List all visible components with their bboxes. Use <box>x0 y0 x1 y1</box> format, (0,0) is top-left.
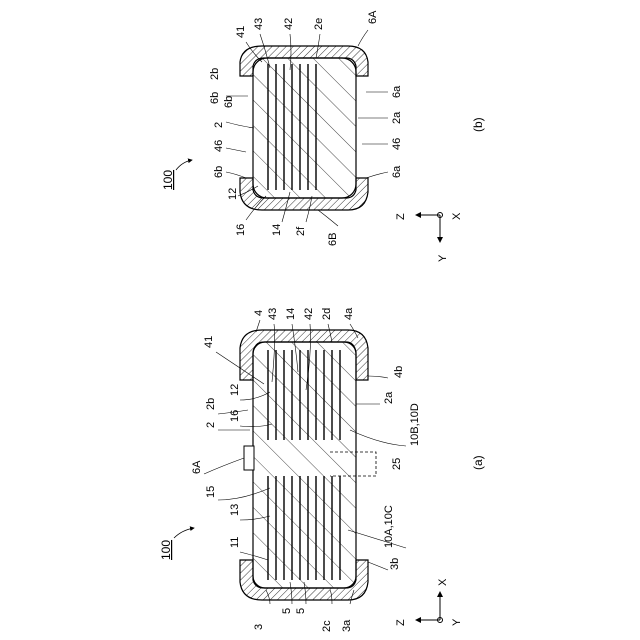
label-12: 12 <box>227 188 239 200</box>
label-a-10BD: 10B,10D <box>409 403 421 446</box>
label-a-3b: 3b <box>389 558 401 570</box>
label-14: 14 <box>271 224 283 236</box>
figure-a-caption: (a) <box>471 455 485 470</box>
figure-a: 4 43 14 42 2d 4a 41 2b 12 2 16 6A 15 13 … <box>159 307 485 632</box>
axis-z-a: Z <box>395 619 407 626</box>
label-a-4: 4 <box>253 310 265 316</box>
axis-x-b: X <box>451 212 463 220</box>
figure-a-reference: 100 <box>159 540 173 560</box>
label-46-left: 46 <box>213 140 225 152</box>
label-a-6A: 6A <box>191 460 203 474</box>
figure-b-reference: 100 <box>161 170 175 190</box>
label-42: 42 <box>283 18 295 30</box>
axis-y-a: Y <box>451 618 463 626</box>
label-2: 2 <box>213 122 225 128</box>
label-a-2d: 2d <box>321 308 333 320</box>
axis-y-b: Y <box>437 254 449 262</box>
label-16: 16 <box>235 224 247 236</box>
label-6b-top: 6b <box>209 92 221 104</box>
label-a-3a: 3a <box>341 619 353 632</box>
label-a-5a: 5 <box>281 608 293 614</box>
label-a-42: 42 <box>303 308 315 320</box>
label-6A: 6A <box>367 10 379 24</box>
label-2f: 2f <box>295 226 307 236</box>
label-a-12: 12 <box>229 384 241 396</box>
label-6a-top: 6a <box>391 85 403 98</box>
label-a-5b: 5 <box>295 608 307 614</box>
label-43: 43 <box>253 18 265 30</box>
label-2e: 2e <box>313 18 325 30</box>
label-41: 41 <box>235 26 247 38</box>
figure-b-reference-arrow <box>176 160 192 170</box>
figure-a-axes <box>416 592 443 623</box>
label-a-2c: 2c <box>321 620 333 632</box>
figure-b-axes <box>416 213 443 243</box>
label-6B: 6B <box>327 233 339 246</box>
label-a-13: 13 <box>229 504 241 516</box>
label-a-11: 11 <box>229 537 241 548</box>
label-a-3: 3 <box>253 624 265 630</box>
figure-a-reference-arrow <box>174 528 194 538</box>
label-a-15: 15 <box>205 486 217 498</box>
label-6b-low: 6b <box>213 166 225 178</box>
middle-electrode <box>244 446 254 470</box>
label-a-2b: 2b <box>205 398 217 410</box>
label-a-2: 2 <box>205 422 217 428</box>
axis-x-a: X <box>437 578 449 586</box>
label-a-25: 25 <box>391 458 403 470</box>
figure-b-caption: (b) <box>471 117 485 132</box>
label-46-right: 46 <box>391 138 403 150</box>
label-2a: 2a <box>391 111 403 124</box>
label-a-4b: 4b <box>393 366 405 378</box>
figure-b: 41 43 42 2e 6A 6b 2b 6b 2 46 6b 12 16 14… <box>161 10 485 262</box>
label-a-14: 14 <box>285 308 297 320</box>
label-a-43: 43 <box>267 308 279 320</box>
label-2b: 2b <box>209 68 221 80</box>
label-6b-mid: 6b <box>223 96 235 108</box>
label-a-2a: 2a <box>383 391 395 404</box>
label-6a-low: 6a <box>391 165 403 178</box>
label-a-41: 41 <box>203 336 215 348</box>
label-a-4a: 4a <box>343 307 355 320</box>
axis-z-b: Z <box>395 213 407 220</box>
